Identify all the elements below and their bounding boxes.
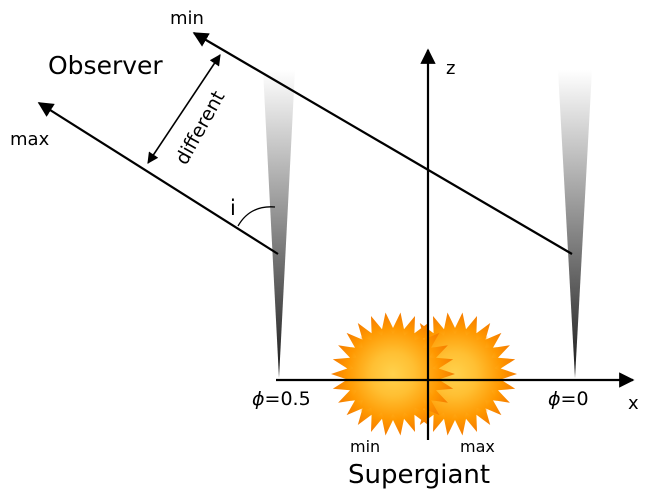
supergiant-label: Supergiant bbox=[348, 460, 490, 490]
max-left-label: max bbox=[10, 129, 50, 150]
min-top-label: min bbox=[170, 8, 204, 29]
phase-0-value: =0 bbox=[561, 388, 589, 410]
min-bottom-label: min bbox=[350, 437, 380, 456]
line-of-sight-min bbox=[192, 32, 573, 255]
different-label: different bbox=[171, 87, 229, 168]
star-burst-inner bbox=[343, 324, 443, 424]
star-burst bbox=[331, 312, 455, 436]
beam-left bbox=[263, 70, 295, 378]
different-double-arrow bbox=[147, 54, 221, 164]
phi-symbol: ϕ bbox=[548, 388, 561, 410]
phase-0-label: ϕ=0 bbox=[548, 388, 589, 410]
phase-05-value: =0.5 bbox=[265, 388, 311, 410]
beam-right bbox=[558, 70, 592, 378]
phi-symbol: ϕ bbox=[252, 388, 265, 410]
supergiant-star-min bbox=[331, 312, 455, 436]
x-axis-label: x bbox=[628, 393, 639, 414]
inclination-label: i bbox=[230, 196, 236, 220]
line-of-sight-max bbox=[37, 102, 279, 255]
observer-label: Observer bbox=[48, 51, 163, 80]
z-axis-label: z bbox=[446, 58, 455, 79]
inclination-arc bbox=[237, 206, 276, 227]
phase-05-label: ϕ=0.5 bbox=[252, 388, 311, 410]
max-bottom-label: max bbox=[460, 437, 495, 456]
